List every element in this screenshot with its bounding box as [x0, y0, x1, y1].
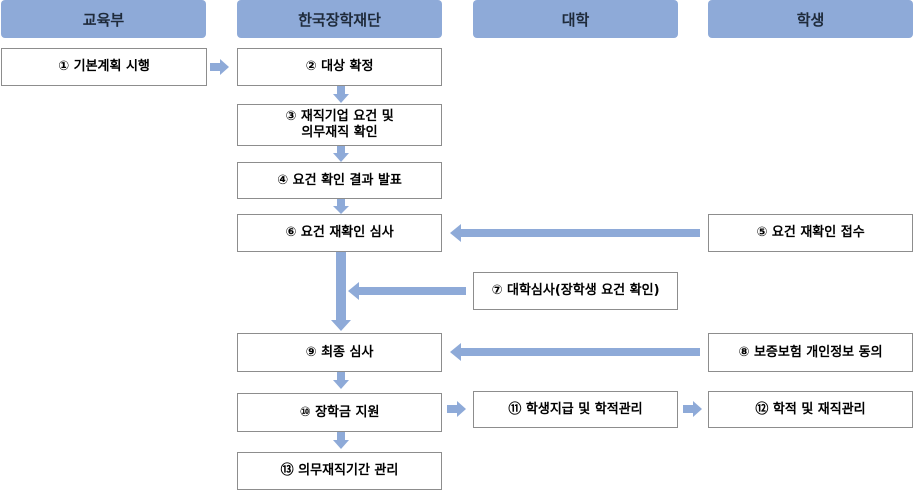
step-5-re-request: ⑤ 요건 재확인 접수 [708, 214, 913, 252]
header-kosaf: 한국장학재단 [237, 0, 442, 38]
arrow-s3-s4 [333, 146, 349, 162]
step-4-announce-results: ④ 요건 확인 결과 발표 [237, 162, 442, 199]
arrow-s4-s6 [333, 199, 349, 214]
arrow-s8-s9 [450, 343, 700, 361]
arrow-s6-s9 [331, 252, 351, 331]
arrow-s10-s13 [333, 432, 349, 449]
arrow-s1-s2 [210, 59, 229, 75]
step-1-basic-plan: ① 기본계획 시행 [1, 48, 207, 86]
step-3-verify-employment: ③ 재직기업 요건 및 의무재직 확인 [237, 104, 442, 146]
step-2-confirm-targets: ② 대상 확정 [237, 48, 442, 86]
step-7-university-review: ⑦ 대학심사(장학생 요건 확인) [473, 272, 678, 310]
arrow-s11-s12 [683, 401, 702, 417]
arrow-s2-s3 [333, 86, 349, 103]
step-10-scholarship-support: ⑩ 장학금 지원 [237, 393, 442, 432]
header-university: 대학 [473, 0, 678, 38]
arrow-s9-s10 [333, 372, 349, 389]
step-11-payment-academic: ⑪ 학생지급 및 학적관리 [473, 391, 678, 428]
arrow-s5-s6 [450, 224, 700, 242]
step-6-re-review: ⑥ 요건 재확인 심사 [237, 214, 442, 252]
arrow-s7-main [348, 282, 466, 300]
step-8-insurance-consent: ⑧ 보증보험 개인정보 동의 [708, 333, 913, 372]
header-student: 학생 [708, 0, 913, 38]
step-9-final-review: ⑨ 최종 심사 [237, 333, 442, 372]
step-12-academic-employment: ⑫ 학적 및 재직관리 [708, 391, 913, 428]
header-moe: 교육부 [1, 0, 206, 38]
step-13-mandatory-employment: ⑬ 의무재직기간 관리 [237, 452, 442, 490]
arrow-s10-s11 [447, 401, 466, 417]
